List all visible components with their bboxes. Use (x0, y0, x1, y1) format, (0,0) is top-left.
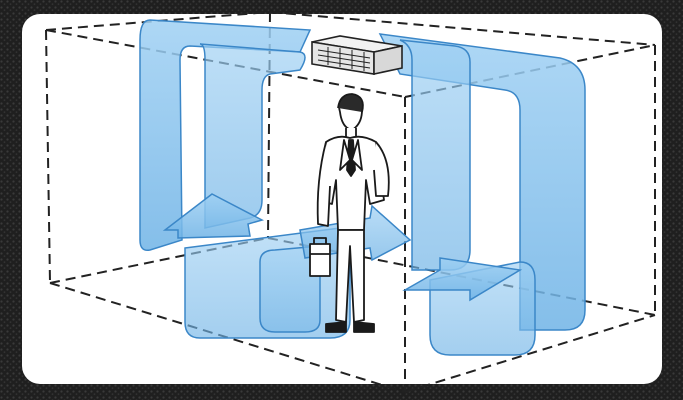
airflow-loop-floor-left-inner (259, 245, 321, 333)
airflow-arrow-up-left (162, 193, 265, 239)
businessman-with-briefcase-icon (309, 93, 390, 333)
airflow-arrow-right (402, 257, 523, 302)
airflow-loop-right-outer (378, 33, 586, 331)
air-conditioner-unit-icon (311, 35, 403, 75)
airflow-loop-left-outer (139, 19, 312, 252)
airflow-loops (139, 19, 586, 356)
airflow-loop-left-inner (199, 43, 306, 229)
